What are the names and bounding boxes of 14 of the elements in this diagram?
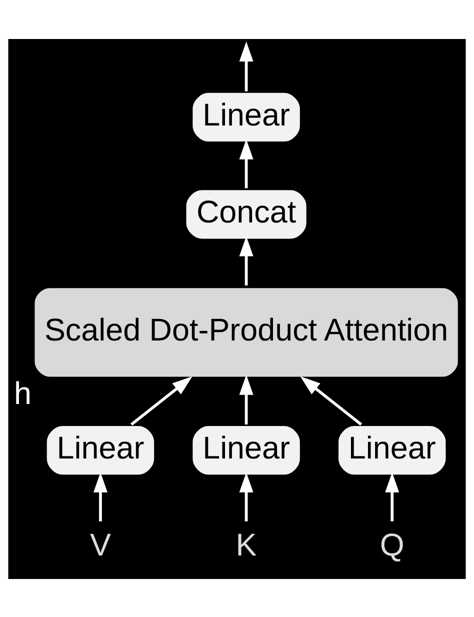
arrow [239,472,254,521]
arrow [300,376,362,426]
node-text: V [90,527,111,562]
arrow [239,236,254,285]
node-label: h [14,376,32,411]
node-text: K [236,527,257,562]
arrow [239,374,254,424]
arrow [239,138,254,188]
node-text: Q [380,527,404,562]
arrow [93,472,108,521]
arrow [385,472,400,521]
arrow [239,41,254,91]
node-box: Linear [190,90,303,144]
arrow [130,376,192,426]
